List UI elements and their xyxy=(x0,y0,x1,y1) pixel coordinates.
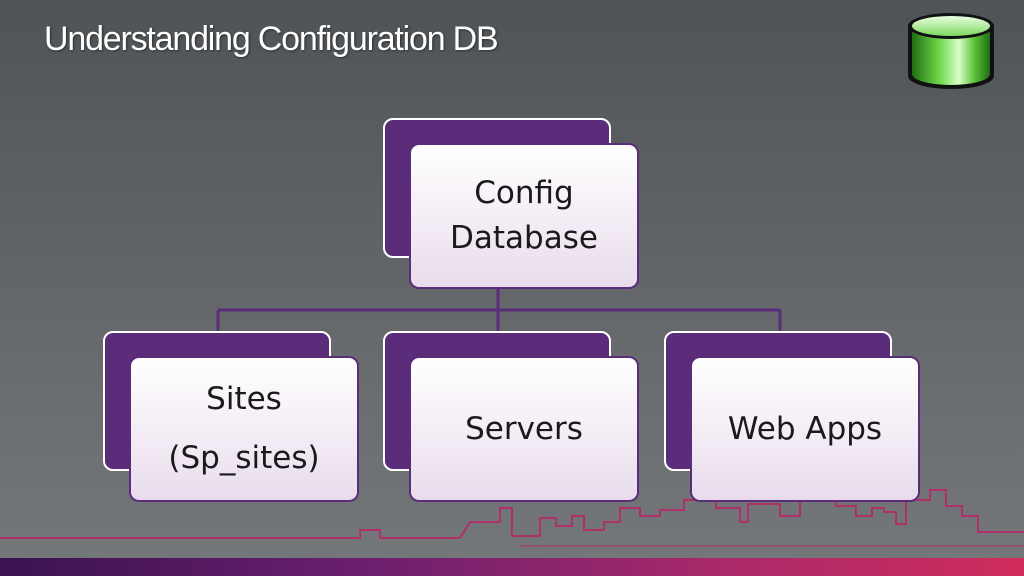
slide-title: Understanding Configuration DB xyxy=(44,20,499,58)
node-label-line-2: Database xyxy=(450,220,598,256)
node-label-line-1: Sites xyxy=(206,381,282,418)
node-label-line-1: Config xyxy=(474,175,574,212)
node-label-box: Config Database xyxy=(409,143,639,289)
node-label-line-2: (Sp_sites) xyxy=(168,440,320,476)
node-label-line-1: Web Apps xyxy=(727,410,883,447)
bottom-accent-bar xyxy=(0,558,1024,576)
node-label-line-1: Servers xyxy=(465,410,583,447)
database-icon xyxy=(908,13,994,89)
node-label-box: Sites (Sp_sites) xyxy=(129,356,359,502)
node-label-box: Servers xyxy=(409,356,639,502)
node-label-box: Web Apps xyxy=(690,356,920,502)
